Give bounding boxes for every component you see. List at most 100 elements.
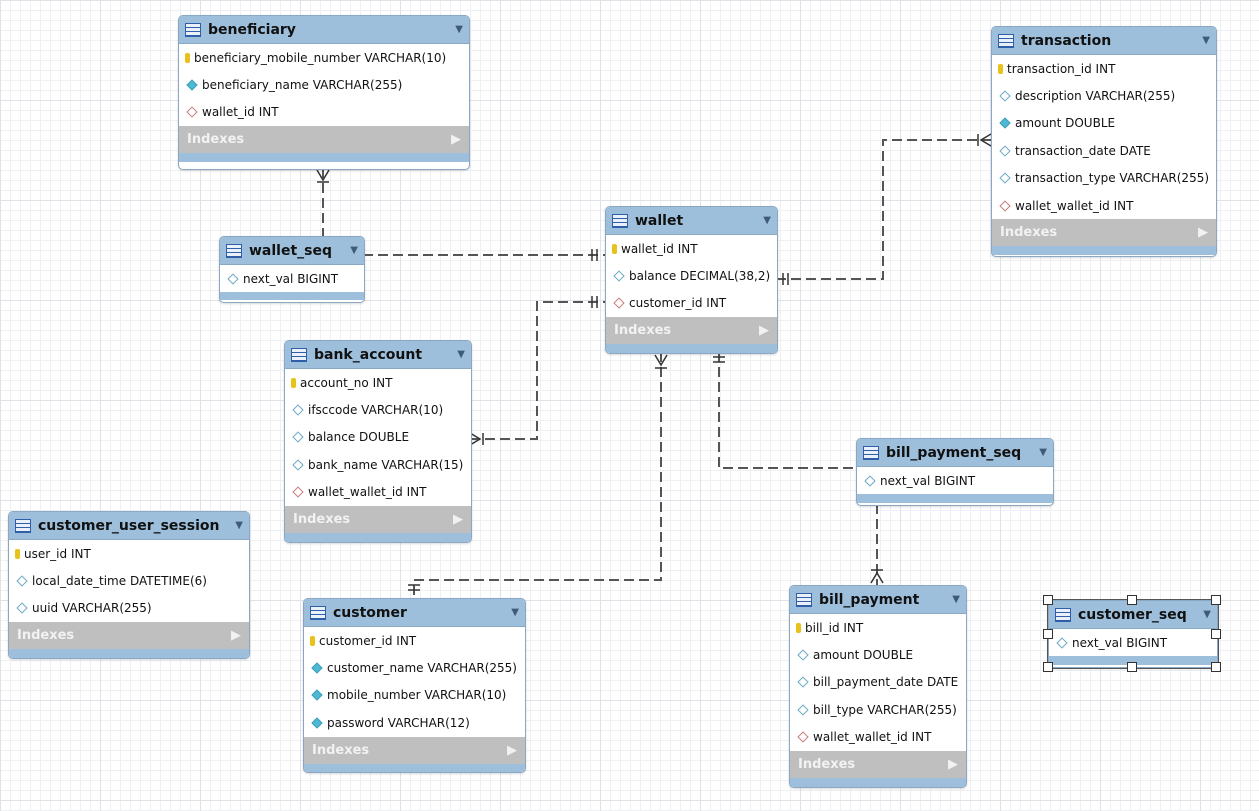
column-row[interactable]: amount DOUBLE xyxy=(790,641,966,668)
column-row[interactable]: amount DOUBLE xyxy=(992,110,1216,137)
column-row[interactable]: description VARCHAR(255) xyxy=(992,82,1216,109)
expand-arrow-icon[interactable]: ▶ xyxy=(453,511,463,527)
column-row[interactable]: transaction_id INT xyxy=(992,55,1216,82)
column-row[interactable]: transaction_type VARCHAR(255) xyxy=(992,165,1216,192)
column-row[interactable]: beneficiary_name VARCHAR(255) xyxy=(179,71,469,98)
table-header[interactable]: wallet ▼ xyxy=(606,207,777,235)
column-label: bill_type VARCHAR(255) xyxy=(813,702,957,717)
expand-arrow-icon[interactable]: ▶ xyxy=(451,132,461,148)
indexes-bar[interactable]: Indexes ▶ xyxy=(606,317,777,345)
column-label: customer_id INT xyxy=(319,633,417,648)
indexes-label: Indexes xyxy=(614,323,672,339)
table-header[interactable]: wallet_seq ▼ xyxy=(220,237,364,265)
table-footer xyxy=(220,292,364,301)
column-row[interactable]: mobile_number VARCHAR(10) xyxy=(304,682,525,709)
column-row[interactable]: bill_id INT xyxy=(790,614,966,641)
chevron-down-icon[interactable]: ▼ xyxy=(1039,447,1047,458)
table-bill-payment-seq[interactable]: bill_payment_seq ▼ next_val BIGINT xyxy=(856,438,1054,506)
table-header[interactable]: transaction ▼ xyxy=(992,27,1216,55)
indexes-label: Indexes xyxy=(17,628,75,644)
indexes-label: Indexes xyxy=(293,511,351,527)
indexes-bar[interactable]: Indexes ▶ xyxy=(9,622,249,650)
resize-handle-bottom-right[interactable] xyxy=(1211,662,1221,672)
table-beneficiary[interactable]: beneficiary ▼ beneficiary_mobile_number … xyxy=(178,15,470,170)
column-row[interactable]: wallet_id INT xyxy=(179,99,469,126)
resize-handle-right[interactable] xyxy=(1211,629,1221,639)
resize-handle-bottom-left[interactable] xyxy=(1043,662,1053,672)
chevron-down-icon[interactable]: ▼ xyxy=(1203,609,1211,620)
column-row[interactable]: bank_name VARCHAR(15) xyxy=(285,451,471,478)
table-header[interactable]: customer ▼ xyxy=(304,599,525,627)
column-row[interactable]: account_no INT xyxy=(285,369,471,396)
chevron-down-icon[interactable]: ▼ xyxy=(350,245,358,256)
table-header[interactable]: bill_payment ▼ xyxy=(790,586,966,614)
table-customer[interactable]: customer ▼ customer_id INT customer_name… xyxy=(303,598,526,773)
chevron-down-icon[interactable]: ▼ xyxy=(1202,35,1210,46)
chevron-down-icon[interactable]: ▼ xyxy=(455,24,463,35)
chevron-down-icon[interactable]: ▼ xyxy=(235,520,243,531)
resize-handle-left[interactable] xyxy=(1043,629,1053,639)
chevron-down-icon[interactable]: ▼ xyxy=(952,594,960,605)
expand-arrow-icon[interactable]: ▶ xyxy=(948,756,958,772)
resize-handle-top[interactable] xyxy=(1127,595,1137,605)
column-row[interactable]: transaction_date DATE xyxy=(992,137,1216,164)
indexes-bar[interactable]: Indexes▶ xyxy=(790,750,966,778)
chevron-down-icon[interactable]: ▼ xyxy=(763,215,771,226)
foreign-key-icon xyxy=(292,486,304,498)
column-label: description VARCHAR(255) xyxy=(1015,89,1176,104)
table-wallet[interactable]: wallet ▼ wallet_id INT balance DECIMAL(3… xyxy=(605,206,778,354)
table-header[interactable]: customer_seq ▼ xyxy=(1049,601,1217,629)
column-row[interactable]: uuid VARCHAR(255) xyxy=(9,595,249,622)
column-row[interactable]: next_val BIGINT xyxy=(857,467,1053,494)
indexes-bar[interactable]: Indexes▶ xyxy=(304,736,525,764)
table-customer-seq[interactable]: customer_seq ▼ next_val BIGINT xyxy=(1047,599,1219,669)
expand-arrow-icon[interactable]: ▶ xyxy=(759,323,769,339)
table-wallet-seq[interactable]: wallet_seq ▼ next_val BIGINT xyxy=(219,236,365,303)
column-row[interactable]: local_date_time DATETIME(6) xyxy=(9,567,249,594)
column-row[interactable]: balance DECIMAL(38,2) xyxy=(606,262,777,289)
table-customer-user-session[interactable]: customer_user_session ▼ user_id INT loca… xyxy=(8,511,250,659)
resize-handle-top-right[interactable] xyxy=(1211,595,1221,605)
column-row[interactable]: customer_id INT xyxy=(606,290,777,317)
column-row[interactable]: bill_type VARCHAR(255) xyxy=(790,696,966,723)
table-bill-payment[interactable]: bill_payment ▼ bill_id INT amount DOUBLE… xyxy=(789,585,967,788)
indexes-bar[interactable]: Indexes▶ xyxy=(179,126,469,154)
table-header[interactable]: customer_user_session ▼ xyxy=(9,512,249,540)
resize-handle-bottom[interactable] xyxy=(1127,662,1137,672)
column-row[interactable]: wallet_wallet_id INT xyxy=(992,192,1216,219)
table-header[interactable]: bill_payment_seq ▼ xyxy=(857,439,1053,467)
column-row[interactable]: password VARCHAR(12) xyxy=(304,709,525,736)
table-transaction[interactable]: transaction ▼ transaction_id INT descrip… xyxy=(991,26,1217,257)
column-row[interactable]: bill_payment_date DATE xyxy=(790,669,966,696)
foreign-key-icon xyxy=(797,731,809,743)
column-row[interactable]: ifsccode VARCHAR(10) xyxy=(285,396,471,423)
column-row[interactable]: customer_id INT xyxy=(304,627,525,654)
column-row[interactable]: customer_name VARCHAR(255) xyxy=(304,654,525,681)
expand-arrow-icon[interactable]: ▶ xyxy=(231,628,241,644)
expand-arrow-icon[interactable]: ▶ xyxy=(507,742,517,758)
column-icon xyxy=(999,172,1011,184)
column-label: bank_name VARCHAR(15) xyxy=(308,457,464,472)
column-row[interactable]: wallet_wallet_id INT xyxy=(790,724,966,751)
table-icon xyxy=(15,518,31,533)
table-bank-account[interactable]: bank_account ▼ account_no INT ifsccode V… xyxy=(284,340,472,543)
indexes-bar[interactable]: Indexes▶ xyxy=(992,219,1216,247)
indexes-bar[interactable]: Indexes ▶ xyxy=(285,505,471,533)
table-header[interactable]: bank_account ▼ xyxy=(285,341,471,369)
column-label: ifsccode VARCHAR(10) xyxy=(308,403,444,418)
column-row[interactable]: beneficiary_mobile_number VARCHAR(10) xyxy=(179,44,469,71)
column-row[interactable]: balance DOUBLE xyxy=(285,424,471,451)
column-row[interactable]: user_id INT xyxy=(9,540,249,567)
not-null-column-icon xyxy=(186,79,198,91)
resize-handle-top-left[interactable] xyxy=(1043,595,1053,605)
column-row[interactable]: wallet_wallet_id INT xyxy=(285,479,471,506)
primary-key-icon xyxy=(796,622,801,633)
column-row[interactable]: wallet_id INT xyxy=(606,235,777,262)
table-header[interactable]: beneficiary ▼ xyxy=(179,16,469,44)
column-row[interactable]: next_val BIGINT xyxy=(1049,629,1217,656)
column-icon xyxy=(797,704,809,716)
chevron-down-icon[interactable]: ▼ xyxy=(457,349,465,360)
column-row[interactable]: next_val BIGINT xyxy=(220,265,364,292)
expand-arrow-icon[interactable]: ▶ xyxy=(1198,225,1208,241)
chevron-down-icon[interactable]: ▼ xyxy=(511,607,519,618)
